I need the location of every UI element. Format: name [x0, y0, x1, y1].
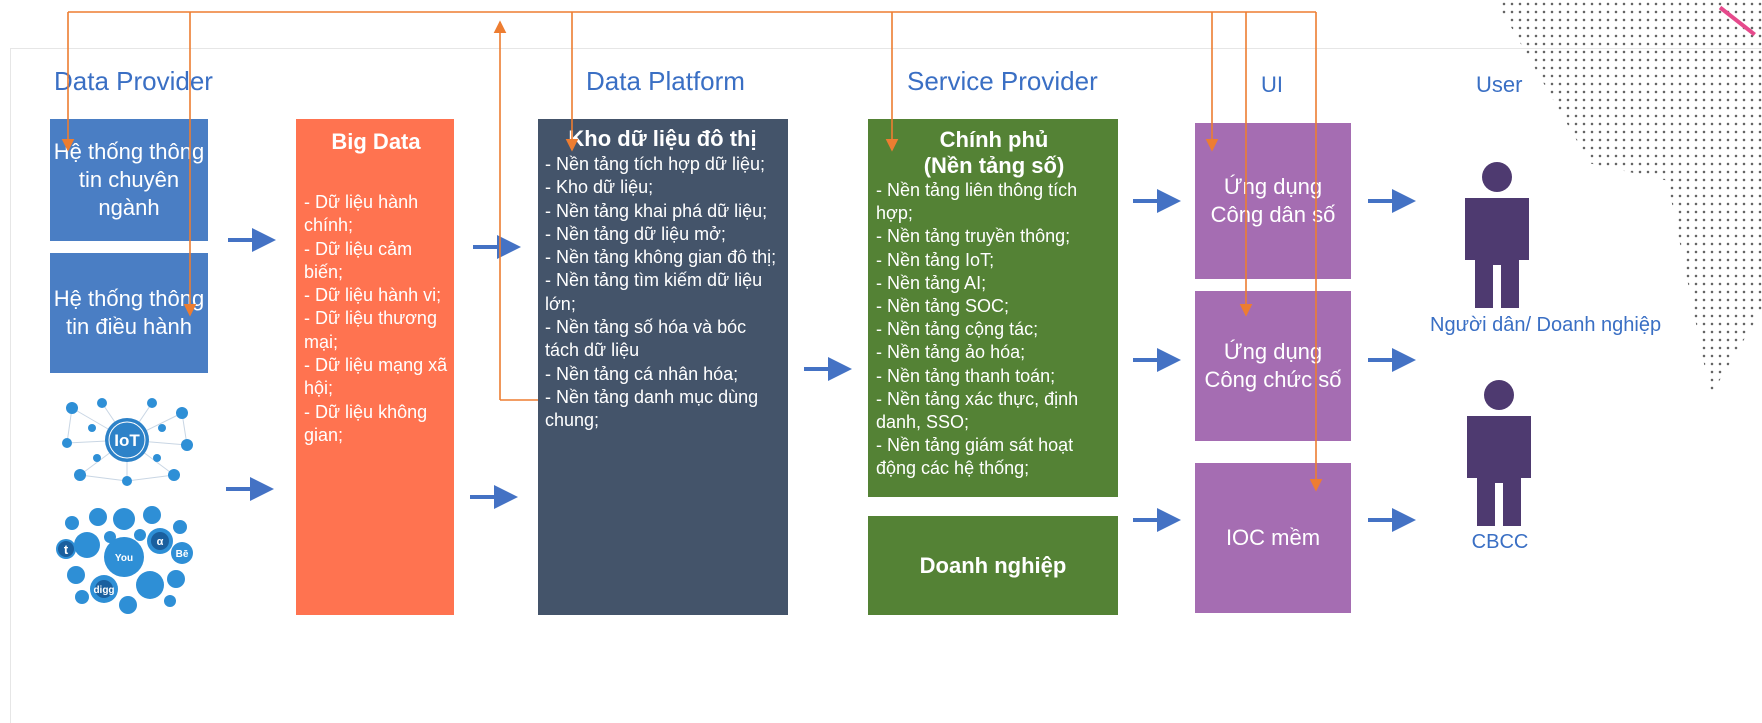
header-service-provider: Service Provider	[907, 66, 1098, 96]
big-data-list: - Dữ liệu hành chính; - Dữ liệu cảm biến…	[304, 191, 448, 447]
ioc-label: IOC mềm	[1225, 525, 1321, 550]
warehouse-item: - Nền tảng tìm kiếm dữ liệu lớn;	[545, 270, 763, 314]
person-citizen-icon	[1465, 162, 1529, 308]
svg-text:t: t	[64, 542, 69, 557]
warehouse-item: - Nền tảng cá nhân hóa;	[545, 363, 739, 384]
iot-ecosystem-icon: IoT	[62, 398, 193, 486]
government-item: - Nền tảng ảo hóa;	[876, 342, 1026, 363]
big-data-title: Big Data	[331, 129, 421, 154]
box-soft-ioc: IOC mềm	[1195, 463, 1351, 613]
header-data-platform: Data Platform	[586, 66, 745, 96]
government-list: - Nền tảng liên thông tích hợp; - Nền tả…	[876, 179, 1112, 481]
warehouse-item: - Nền tảng số hóa và bóc tách dữ liệu	[545, 317, 747, 361]
big-data-item: - Dữ liệu hành vi;	[304, 285, 442, 306]
big-data-item: - Dữ liệu cảm biến;	[304, 238, 413, 282]
government-item: - Nền tảng truyền thông;	[876, 226, 1071, 247]
svg-text:Bē: Bē	[176, 549, 189, 560]
big-data-item: - Dữ liệu mạng xã hội;	[304, 355, 448, 399]
government-item: - Nền tảng cộng tác;	[876, 319, 1039, 340]
person-officer-icon	[1467, 380, 1531, 526]
box-enterprise: Doanh nghiệp	[868, 516, 1118, 615]
warehouse-item: - Nền tảng dữ liệu mở;	[545, 223, 726, 244]
warehouse-item: - Kho dữ liệu;	[545, 177, 654, 198]
svg-text:digg: digg	[93, 585, 114, 596]
big-data-item: - Dữ liệu thương mại;	[304, 308, 437, 352]
warehouse-item: - Nền tảng tích hợp dữ liệu;	[545, 154, 765, 174]
government-item: - Nền tảng thanh toán;	[876, 365, 1056, 386]
warehouse-item: - Nền tảng không gian đô thị;	[545, 247, 777, 268]
government-item: - Nền tảng giám sát hoạt động các hệ thố…	[876, 435, 1074, 479]
box-officer-app: Ứng dụng Công chức số	[1195, 291, 1351, 441]
government-item: - Nền tảng xác thực, định danh, SSO;	[876, 388, 1079, 433]
government-title: Chính phủ	[939, 127, 1049, 152]
svg-text:α: α	[157, 536, 164, 548]
government-item: - Nền tảng IoT;	[876, 249, 995, 270]
box-specialized-label: Hệ thống thông tin chuyên ngành	[53, 139, 205, 220]
warehouse-list: - Nền tảng tích hợp dữ liệu; - Kho dữ li…	[545, 153, 780, 433]
box-big-data: Big Data - Dữ liệu hành chính; - Dữ liệu…	[296, 119, 454, 615]
citizen-app-label: Ứng dụng Công dân số	[1210, 174, 1336, 227]
box-government-platforms: Chính phủ (Nền tảng số) - Nền tảng liên …	[868, 119, 1118, 497]
header-user: User	[1476, 72, 1523, 97]
warehouse-title: Kho dữ liệu đô thị	[568, 126, 757, 151]
box-urban-data-warehouse: Kho dữ liệu đô thị - Nền tảng tích hợp d…	[538, 119, 788, 615]
enterprise-title: Doanh nghiệp	[919, 552, 1067, 578]
big-data-item: - Dữ liệu hành chính;	[304, 192, 419, 236]
government-item: - Nền tảng SOC;	[876, 296, 1010, 317]
box-citizen-app: Ứng dụng Công dân số	[1195, 123, 1351, 279]
header-ui: UI	[1261, 72, 1283, 97]
label-officers: CBCC	[1471, 531, 1529, 553]
big-data-item: - Dữ liệu không gian;	[304, 401, 428, 445]
officer-app-label: Ứng dụng Công chức số	[1204, 339, 1342, 392]
box-operations-info-system: Hệ thống thông tin điều hành	[50, 253, 208, 373]
box-specialized-info-system: Hệ thống thông tin chuyên ngành	[50, 119, 208, 241]
social-media-icon: t You digg Bē α	[56, 506, 193, 614]
svg-text:You: You	[115, 553, 133, 564]
warehouse-item: - Nền tảng danh mục dùng chung;	[545, 386, 759, 431]
government-subtitle: (Nền tảng số)	[923, 153, 1065, 178]
iot-icon-label: IoT	[114, 431, 140, 450]
header-data-provider: Data Provider	[54, 66, 213, 96]
warehouse-item: - Nền tảng khai phá dữ liệu;	[545, 200, 768, 221]
government-item: - Nền tảng AI;	[876, 272, 987, 293]
government-item: - Nền tảng liên thông tích hợp;	[876, 180, 1078, 224]
box-operations-label: Hệ thống thông tin điều hành	[53, 286, 205, 339]
